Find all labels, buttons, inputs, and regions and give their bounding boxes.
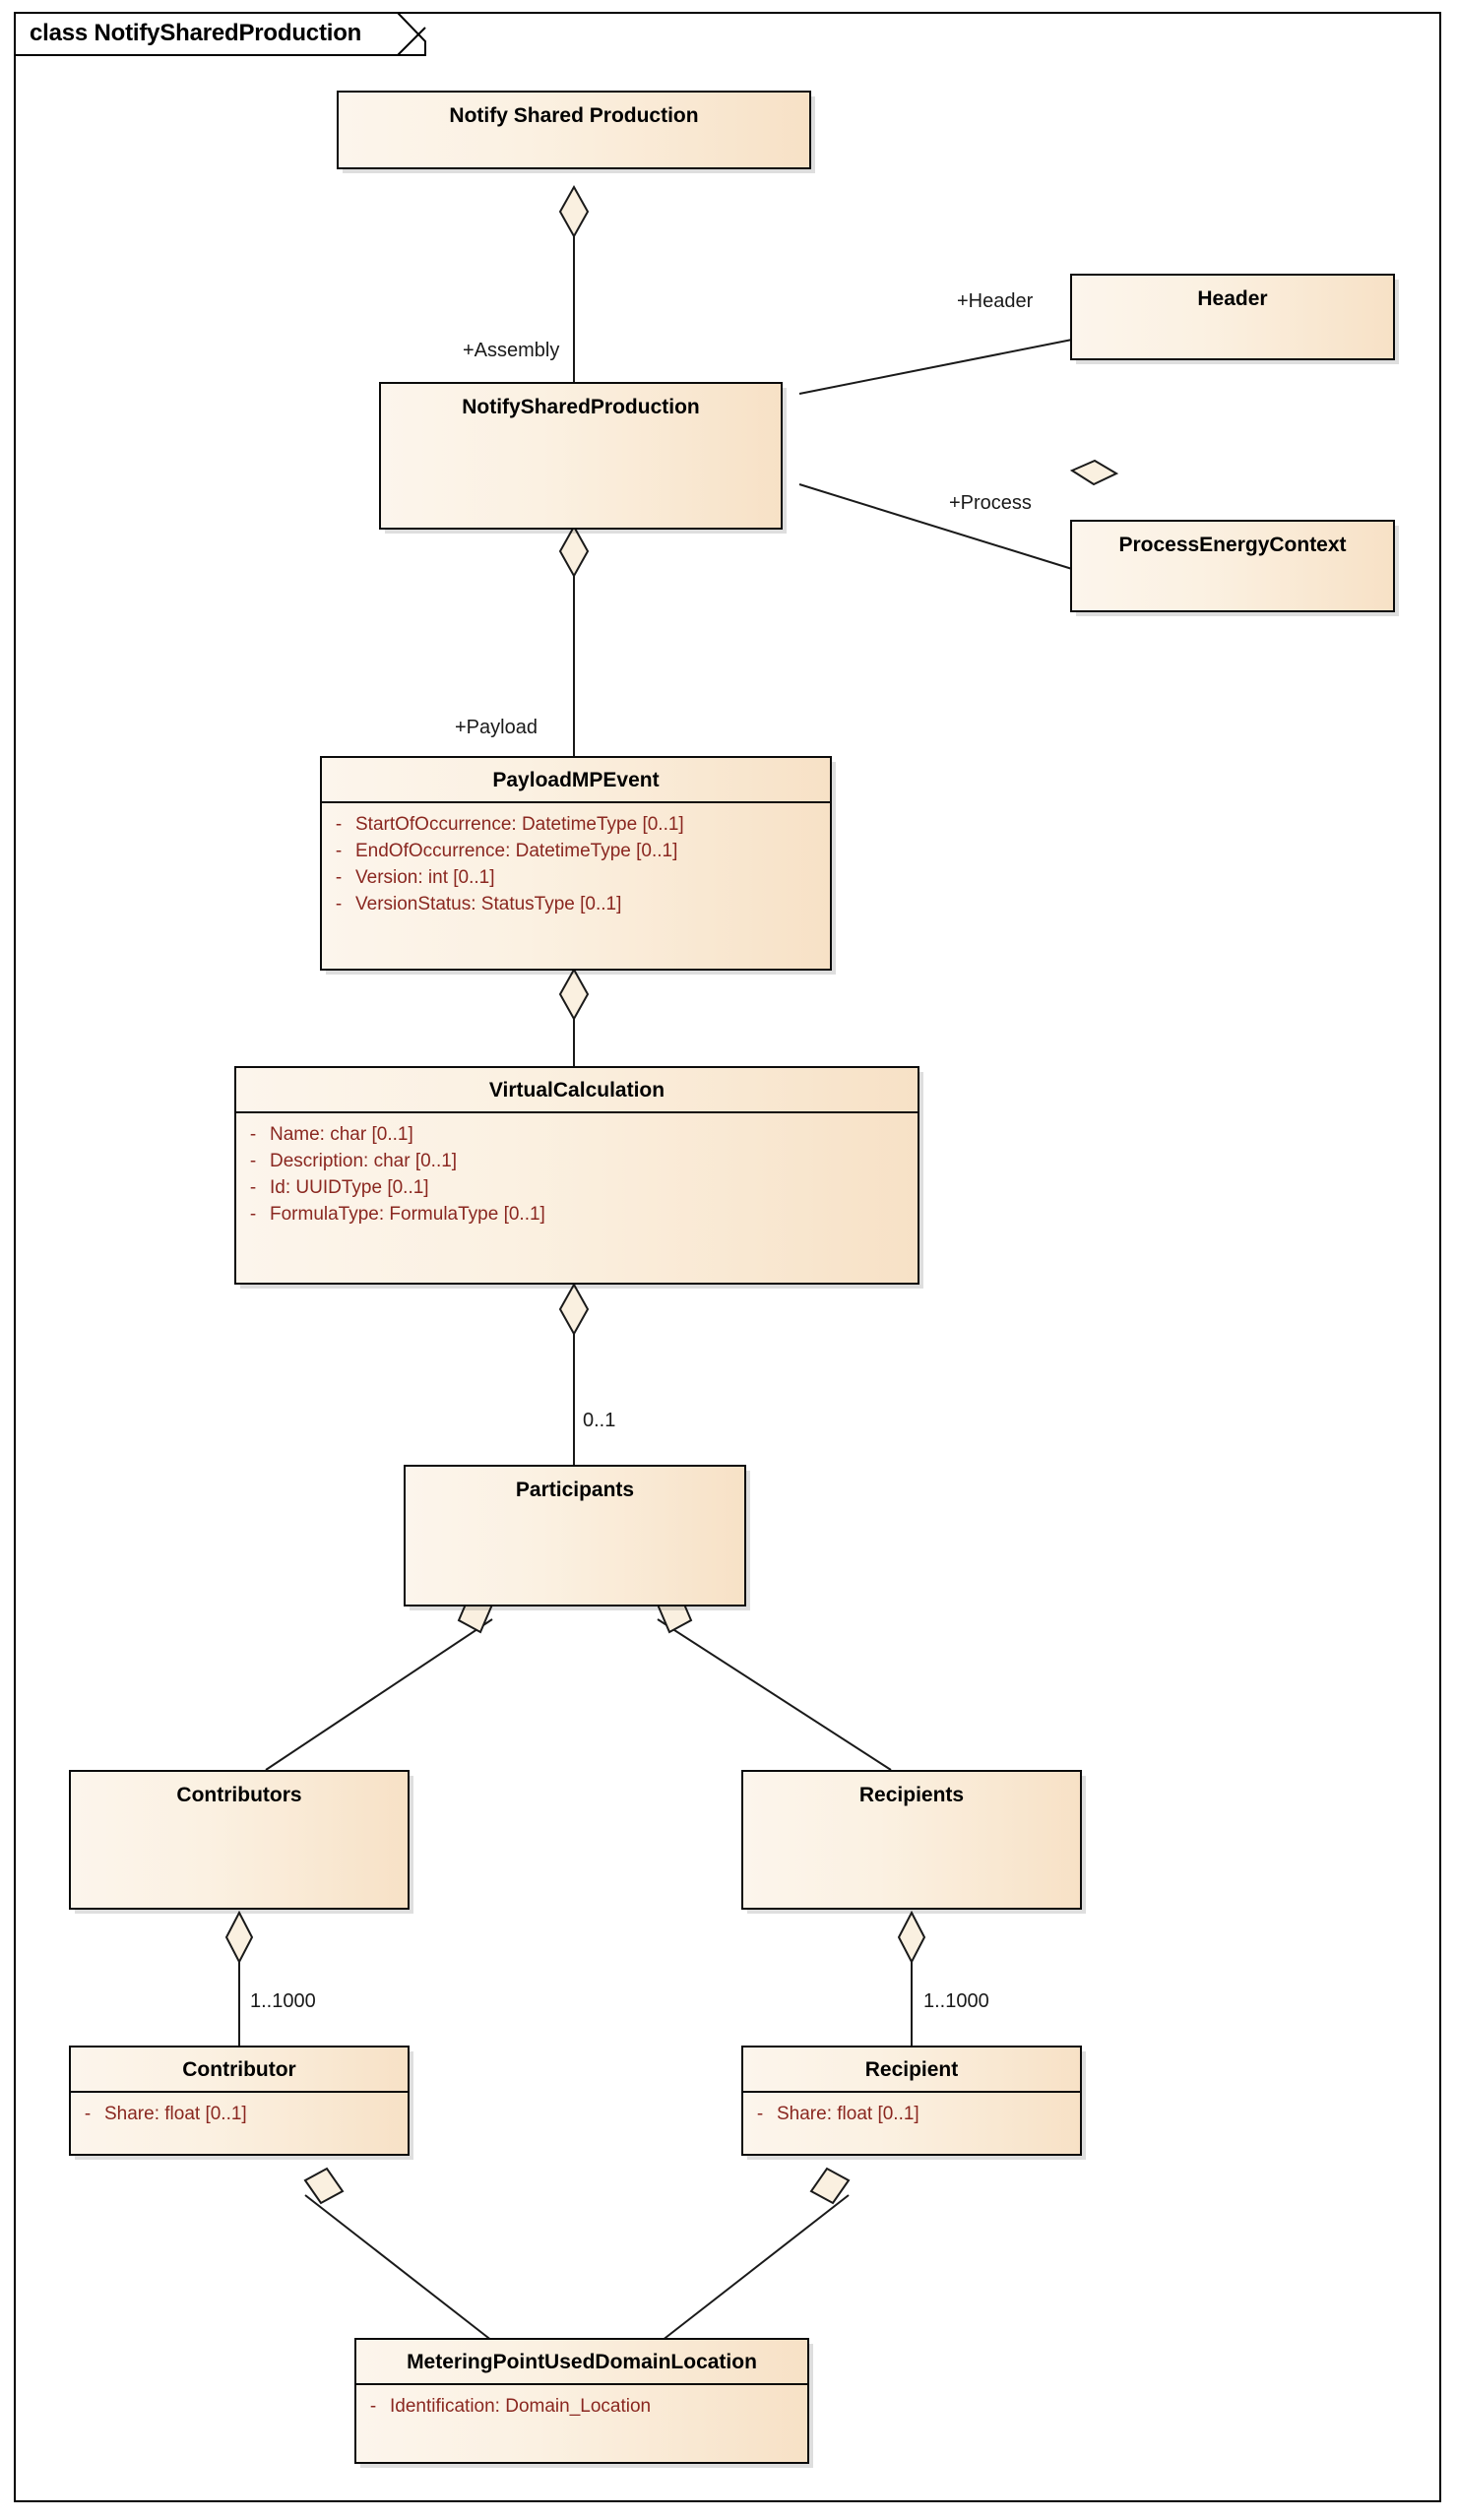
class-name: Recipients <box>858 1784 965 1806</box>
class-box-payload-mp-event[interactable]: PayloadMPEvent - StartOfOccurrence: Date… <box>320 756 832 971</box>
frame-tab-shape <box>14 12 426 56</box>
class-name: VirtualCalculation <box>236 1068 918 1113</box>
link-recipient-mp <box>661 2194 850 2342</box>
attribute-signature: Id: UUIDType [0..1] <box>270 1177 429 1199</box>
visibility-marker: - <box>249 1151 257 1172</box>
aggregation-diamond-recipient-mp <box>809 2167 851 2205</box>
edge-label-recipient-mult: 1..1000 <box>923 1990 989 2012</box>
link-header <box>798 339 1073 395</box>
visibility-marker: - <box>249 1204 257 1226</box>
edge-label-contributor-mult: 1..1000 <box>250 1990 316 2012</box>
class-box-participants[interactable]: Participants <box>404 1465 746 1606</box>
link-process <box>798 483 1073 570</box>
class-box-virtual-calculation[interactable]: VirtualCalculation - Name: char [0..1] -… <box>234 1066 919 1285</box>
attribute-row: - Id: UUIDType [0..1] <box>236 1174 918 1201</box>
link-contributors <box>265 1618 493 1771</box>
edge-label-assembly: +Assembly <box>461 340 562 361</box>
class-box-recipients[interactable]: Recipients <box>741 1770 1082 1910</box>
class-name: Notify Shared Production <box>449 104 699 127</box>
attribute-signature: StartOfOccurrence: DatetimeType [0..1] <box>355 814 684 835</box>
aggregation-diamond-recipient <box>897 1910 926 1965</box>
class-box-recipient[interactable]: Recipient - Share: float [0..1] <box>741 2046 1082 2156</box>
visibility-marker: - <box>335 814 343 835</box>
aggregation-diamond-contributor <box>224 1910 254 1965</box>
attribute-list: - StartOfOccurrence: DatetimeType [0..1]… <box>322 803 830 923</box>
attribute-list: - Identification: Domain_Location <box>356 2385 807 2426</box>
attribute-signature: Version: int [0..1] <box>355 867 495 889</box>
aggregation-diamond-virtualcalculation <box>558 967 590 1022</box>
link-recipients <box>657 1618 892 1771</box>
visibility-marker: - <box>756 2104 764 2124</box>
aggregation-diamond-payload <box>558 524 590 579</box>
class-box-process-energy-context[interactable]: ProcessEnergyContext <box>1070 520 1395 612</box>
attribute-signature: Share: float [0..1] <box>104 2104 247 2124</box>
class-name: NotifySharedProduction <box>462 396 700 418</box>
class-box-contributors[interactable]: Contributors <box>69 1770 410 1910</box>
visibility-marker: - <box>335 894 343 915</box>
attribute-signature: EndOfOccurrence: DatetimeType [0..1] <box>355 841 678 862</box>
edge-label-process-role: +Process <box>947 492 1034 514</box>
attribute-signature: FormulaType: FormulaType [0..1] <box>270 1204 545 1226</box>
aggregation-diamond-participants <box>558 1282 590 1337</box>
class-box-notify-shared-production-actor[interactable]: Notify Shared Production <box>337 91 811 169</box>
class-box-header[interactable]: Header <box>1070 274 1395 360</box>
attribute-row: - VersionStatus: StatusType [0..1] <box>322 891 830 917</box>
visibility-marker: - <box>249 1124 257 1145</box>
frame-title: class NotifySharedProduction <box>30 20 362 46</box>
class-box-contributor[interactable]: Contributor - Share: float [0..1] <box>69 2046 410 2156</box>
visibility-marker: - <box>335 841 343 862</box>
class-box-metering-point-used-domain-location[interactable]: MeteringPointUsedDomainLocation - Identi… <box>354 2338 809 2464</box>
class-name: Header <box>1197 287 1268 310</box>
class-name: Contributor <box>71 2048 408 2093</box>
attribute-list: - Name: char [0..1] - Description: char … <box>236 1113 918 1233</box>
visibility-marker: - <box>369 2396 377 2417</box>
attribute-list: - Share: float [0..1] <box>743 2093 1080 2133</box>
attribute-row: - Version: int [0..1] <box>322 864 830 891</box>
edge-label-header-role: +Header <box>955 290 1036 312</box>
attribute-row: - FormulaType: FormulaType [0..1] <box>236 1201 918 1228</box>
visibility-marker: - <box>335 867 343 889</box>
attribute-list: - Share: float [0..1] <box>71 2093 408 2133</box>
attribute-row: - Description: char [0..1] <box>236 1148 918 1174</box>
attribute-signature: Identification: Domain_Location <box>390 2396 652 2417</box>
attribute-row: - EndOfOccurrence: DatetimeType [0..1] <box>322 838 830 864</box>
diagram-frame <box>14 12 1441 2502</box>
attribute-signature: Share: float [0..1] <box>777 2104 919 2124</box>
attribute-signature: VersionStatus: StatusType [0..1] <box>355 894 622 915</box>
class-name: Recipient <box>743 2048 1080 2093</box>
aggregation-diamond-assembly <box>558 184 590 239</box>
attribute-row: - Share: float [0..1] <box>743 2101 1080 2127</box>
class-box-notify-shared-production[interactable]: NotifySharedProduction <box>379 382 783 530</box>
attribute-row: - Name: char [0..1] <box>236 1121 918 1148</box>
attribute-row: - StartOfOccurrence: DatetimeType [0..1] <box>322 811 830 838</box>
class-name: MeteringPointUsedDomainLocation <box>356 2340 807 2385</box>
class-name: ProcessEnergyContext <box>1118 534 1347 556</box>
visibility-marker: - <box>249 1177 257 1199</box>
edge-label-participants-mult: 0..1 <box>583 1410 616 1431</box>
aggregation-diamond-contributor-mp <box>303 2167 345 2205</box>
aggregation-diamond-process <box>1069 459 1119 486</box>
class-name: PayloadMPEvent <box>322 758 830 803</box>
edge-label-payload: +Payload <box>453 717 539 738</box>
attribute-signature: Description: char [0..1] <box>270 1151 458 1172</box>
visibility-marker: - <box>84 2104 92 2124</box>
attribute-row: - Share: float [0..1] <box>71 2101 408 2127</box>
class-name: Participants <box>515 1479 635 1501</box>
link-contributor-mp <box>304 2194 493 2342</box>
class-name: Contributors <box>176 1784 302 1806</box>
attribute-signature: Name: char [0..1] <box>270 1124 413 1145</box>
frame-tab: class NotifySharedProduction <box>14 12 375 55</box>
attribute-row: - Identification: Domain_Location <box>356 2393 807 2420</box>
